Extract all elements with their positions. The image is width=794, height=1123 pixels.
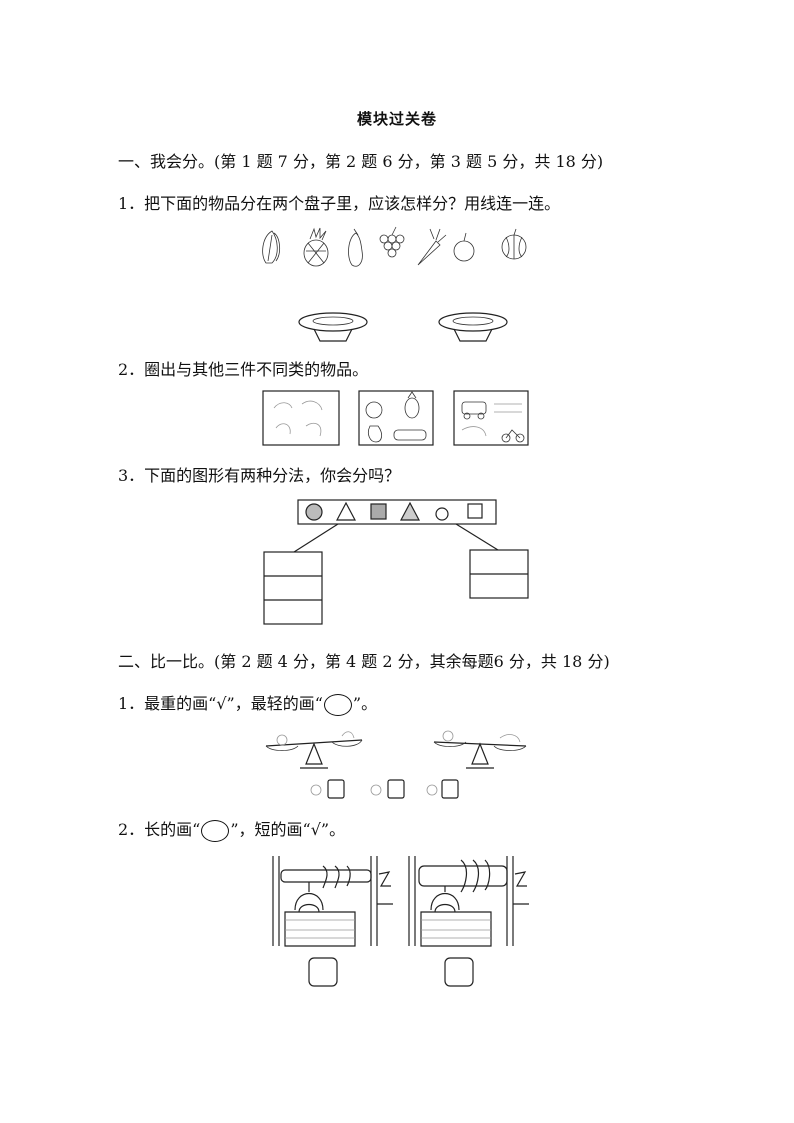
small-circle-shape xyxy=(435,507,449,521)
shapes-strip xyxy=(297,499,497,525)
page-title: 模块过关卷 xyxy=(356,110,437,128)
question2-2-suffix: ”，短的画“√”。 xyxy=(230,820,346,839)
sorting-box-right[interactable] xyxy=(469,549,529,599)
balance-left xyxy=(265,731,363,769)
q2-picture-groups xyxy=(262,390,529,446)
carrot-icon xyxy=(417,228,447,266)
small-square-shape xyxy=(467,503,483,519)
question2-2-text: 2．长的画“ ”，短的画“√”。 xyxy=(118,816,345,842)
question2-2-prefix: 2．长的画“ xyxy=(118,820,201,839)
well-left xyxy=(272,856,393,987)
pineapple-icon xyxy=(303,227,329,267)
circle-shape xyxy=(305,503,323,521)
watermelon-icon xyxy=(501,228,527,260)
question2-1-prefix: 1．最重的画“√”，最轻的画“ xyxy=(118,694,323,713)
question2-1-text: 1．最重的画“√”，最轻的画“ ”。 xyxy=(118,690,377,716)
answer-box-strawberry[interactable] xyxy=(441,779,459,799)
answer-box-apple[interactable] xyxy=(327,779,345,799)
well-pictures xyxy=(272,856,529,987)
eggplant-icon xyxy=(348,228,363,267)
grapes-icon xyxy=(379,226,405,258)
question1-2-text: 2．圈出与其他三件不同类的物品。 xyxy=(118,360,369,379)
sorting-box-left[interactable] xyxy=(263,551,323,625)
balance-scales xyxy=(265,730,527,799)
triangle-shape xyxy=(336,501,356,521)
answer-box-well-right[interactable] xyxy=(444,957,474,987)
apple-icon xyxy=(453,232,475,262)
section2-heading: 二、比一比。(第 2 题 4 分，第 4 题 2 分，其余每题6 分，共 18 … xyxy=(118,652,610,671)
well-right xyxy=(408,856,529,987)
question2-1-suffix: ”。 xyxy=(352,694,378,713)
balance-right xyxy=(433,730,527,769)
section1-heading: 一、我会分。(第 1 题 7 分，第 2 题 6 分，第 3 题 5 分，共 1… xyxy=(118,152,604,171)
q1-items-row xyxy=(262,226,527,267)
question1-3-text: 3．下面的图形有两种分法，你会分吗？ xyxy=(118,466,401,485)
plate-left xyxy=(298,312,368,342)
vegetable-icon xyxy=(262,230,280,264)
square-shape xyxy=(370,503,387,520)
circle-mark-icon-2 xyxy=(201,819,230,842)
circle-mark-icon xyxy=(323,693,352,716)
vehicles-picture xyxy=(453,390,529,446)
q3-diagram xyxy=(263,499,529,625)
question1-1-text: 1．把下面的物品分在两个盘子里，应该怎样分？用线连一连。 xyxy=(118,194,561,213)
animals-picture xyxy=(262,390,340,446)
plate-right xyxy=(438,312,508,342)
fruits-picture xyxy=(358,390,434,446)
answer-box-pear[interactable] xyxy=(387,779,405,799)
answer-box-well-left[interactable] xyxy=(308,957,338,987)
triangle-shape-gray xyxy=(400,501,420,521)
